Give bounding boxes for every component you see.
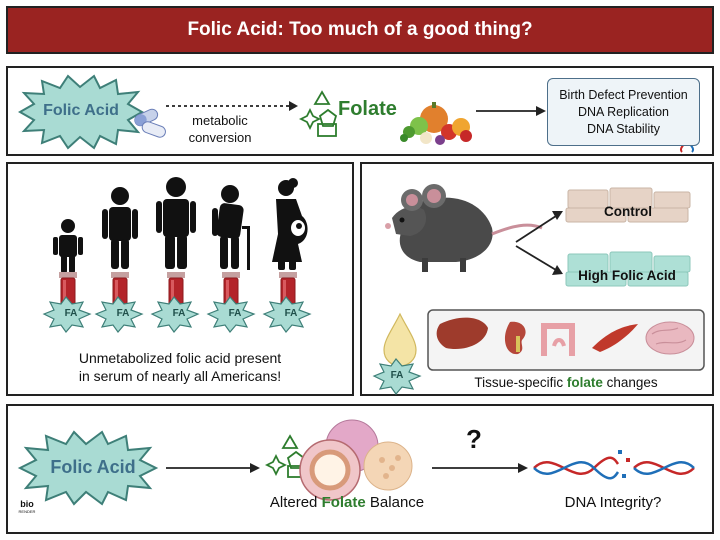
question-mark: ? <box>466 424 482 454</box>
title-banner: Folic Acid: Too much of a good thing? <box>6 6 714 54</box>
control-label: Control <box>604 203 652 219</box>
solid-arrow-head <box>536 106 546 116</box>
outcomes-box: Birth Defect Prevention DNA Replication … <box>547 78 700 146</box>
intestine-icon <box>541 323 575 356</box>
child-silhouette-icon <box>53 219 83 273</box>
high-folic-acid-label: High Folic Acid <box>578 267 676 283</box>
arrow-to-high-head <box>552 265 563 275</box>
kidney-icon <box>504 321 526 355</box>
tissue-caption: Tissue-specific folate changes <box>428 375 704 390</box>
liver-icon <box>436 317 488 350</box>
bottom-arrow-2-head <box>518 463 528 473</box>
outcome-dna-replication: DNA Replication <box>577 104 669 119</box>
logo-line1: bio <box>20 499 34 509</box>
muscle-icon <box>592 324 638 352</box>
elderly-silhouette-icon <box>212 185 250 270</box>
bottom-panel-graphics <box>17 419 695 506</box>
fa-badge-text-1: FA <box>64 308 78 319</box>
mouse-icon <box>385 184 543 272</box>
pills-icon <box>134 108 166 138</box>
fa-badge-text-4: FA <box>228 308 242 319</box>
altered-folate-caption: Altered Folate Balance <box>252 494 442 511</box>
conversion-label-line1: metabolic <box>192 113 248 128</box>
folic-acid-starburst-top <box>17 74 145 150</box>
folate-shapes-icon-top <box>298 90 338 137</box>
dna-helix-icon <box>533 450 695 480</box>
outcome-birth-defect: Birth Defect Prevention <box>559 87 688 102</box>
dna-integrity-label: DNA Integrity? <box>564 494 662 511</box>
fa-badge-icon <box>262 296 312 333</box>
folate-shapes-icon-bottom <box>264 434 306 478</box>
fa-badge-text-2: FA <box>116 308 130 319</box>
adult-silhouette-icon <box>156 177 196 269</box>
folic-acid-label-bottom: Folic Acid <box>50 457 136 477</box>
altered-caption-post: Balance <box>365 494 425 511</box>
fa-badge-icon <box>42 296 92 333</box>
control-diet-blocks <box>565 187 691 223</box>
conversion-label-line2: conversion <box>188 130 252 145</box>
dashed-arrow-head <box>289 101 298 111</box>
tissue-caption-post: changes <box>602 375 658 390</box>
outcome-dna-stability: DNA Stability <box>587 121 660 136</box>
fa-badge-icon <box>150 296 200 333</box>
arrow-to-control-head <box>552 211 563 220</box>
folic-acid-label-top: Folic Acid <box>43 102 119 119</box>
altered-caption-pre: Altered <box>269 494 322 511</box>
high-folic-acid-diet-blocks <box>565 251 691 287</box>
arrow-to-high <box>515 245 557 271</box>
population-graphics <box>42 177 312 333</box>
droplet-icon <box>383 312 417 367</box>
teen-silhouette-icon <box>102 187 138 269</box>
fa-badge-text-right: FA <box>390 370 404 381</box>
brain-icon <box>645 321 695 355</box>
fa-badges <box>42 296 312 333</box>
arrow-to-control <box>515 215 557 243</box>
bottom-arrow-1-head <box>250 463 260 473</box>
logo-line2: RENDER <box>18 509 36 514</box>
vegetables-icon <box>400 102 472 145</box>
folic-acid-starburst-bottom <box>17 430 159 506</box>
fa-badge-icon <box>94 296 144 333</box>
fa-badge-text-3: FA <box>172 308 186 319</box>
fa-badge-icon <box>206 296 256 333</box>
logo: bio RENDER <box>12 500 42 516</box>
population-caption-line1: Unmetabolized folic acid present <box>78 350 282 366</box>
mouse-study-graphics <box>372 184 705 395</box>
folate-label-top: Folate <box>338 98 397 120</box>
altered-caption-highlight: Folate <box>321 494 366 511</box>
pregnant-silhouette-icon <box>272 178 308 270</box>
fa-badge-text-5: FA <box>284 308 298 319</box>
tissue-caption-pre: Tissue-specific <box>474 375 567 390</box>
fa-badge-icon-right <box>372 358 422 395</box>
page-title: Folic Acid: Too much of a good thing? <box>187 19 533 40</box>
tissue-section-icon <box>299 419 413 501</box>
tissue-caption-highlight: folate <box>566 375 603 390</box>
population-caption-line2: in serum of nearly all Americans! <box>78 368 282 384</box>
